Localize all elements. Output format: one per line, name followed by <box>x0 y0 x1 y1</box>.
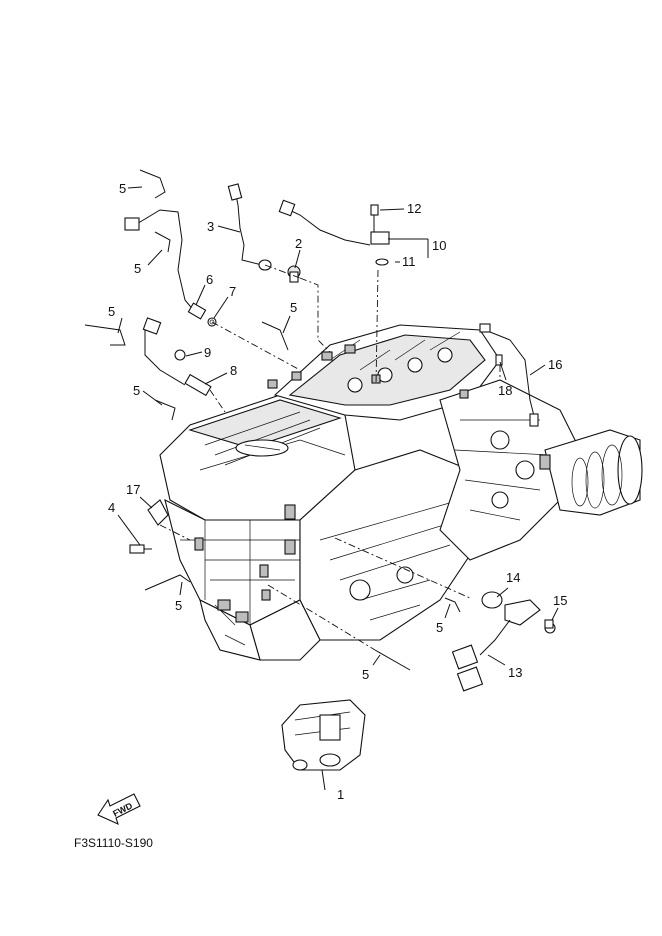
leader-lines <box>117 186 559 791</box>
part-1-bracket <box>281 699 366 771</box>
callout-15: 15 <box>553 593 567 608</box>
callout-8: 8 <box>230 363 237 378</box>
callout-1: 1 <box>337 787 344 802</box>
callout-3: 3 <box>207 219 214 234</box>
callout-16: 16 <box>548 357 562 372</box>
callout-5h: 5 <box>362 667 369 682</box>
callout-5f: 5 <box>175 598 182 613</box>
callout-7: 7 <box>229 284 236 299</box>
callout-18: 18 <box>498 383 512 398</box>
callout-6: 6 <box>206 272 213 287</box>
callout-5d: 5 <box>290 300 297 315</box>
callout-4: 4 <box>108 500 115 515</box>
callout-11: 11 <box>402 254 416 269</box>
part-6-7-sensor-washer <box>124 209 217 327</box>
callout-5c: 5 <box>108 304 115 319</box>
assembly-lines <box>159 264 501 651</box>
part-2-sensor <box>287 265 301 283</box>
callout-9: 9 <box>204 345 211 360</box>
diagram-code: F3S1110-S190 <box>74 836 153 850</box>
cable-ties <box>84 169 461 671</box>
callout-2: 2 <box>295 236 302 251</box>
callout-14: 14 <box>506 570 520 585</box>
callout-13: 13 <box>508 665 522 680</box>
part-16-18-sensor <box>479 323 539 427</box>
callout-10: 10 <box>432 238 446 253</box>
fwd-arrow-icon: FWD <box>97 793 141 826</box>
callout-5g: 5 <box>436 620 443 635</box>
callout-12: 12 <box>407 201 421 216</box>
part-13-14-15-sensor <box>451 591 556 692</box>
part-3-sensor-lead <box>227 183 272 271</box>
engine-assembly <box>159 324 643 661</box>
callout-17: 17 <box>126 482 140 497</box>
callout-5a: 5 <box>119 181 126 196</box>
callout-5e: 5 <box>133 383 140 398</box>
part-10-11-12-sensor <box>278 199 390 266</box>
part-8-9-sensor <box>142 317 212 397</box>
part-4-17-bracket-bolt <box>129 499 169 554</box>
callout-5b: 5 <box>134 261 141 276</box>
callout-labels: 1 2 3 4 5 5 5 5 5 5 5 5 5 6 7 8 9 10 11 … <box>108 181 567 802</box>
